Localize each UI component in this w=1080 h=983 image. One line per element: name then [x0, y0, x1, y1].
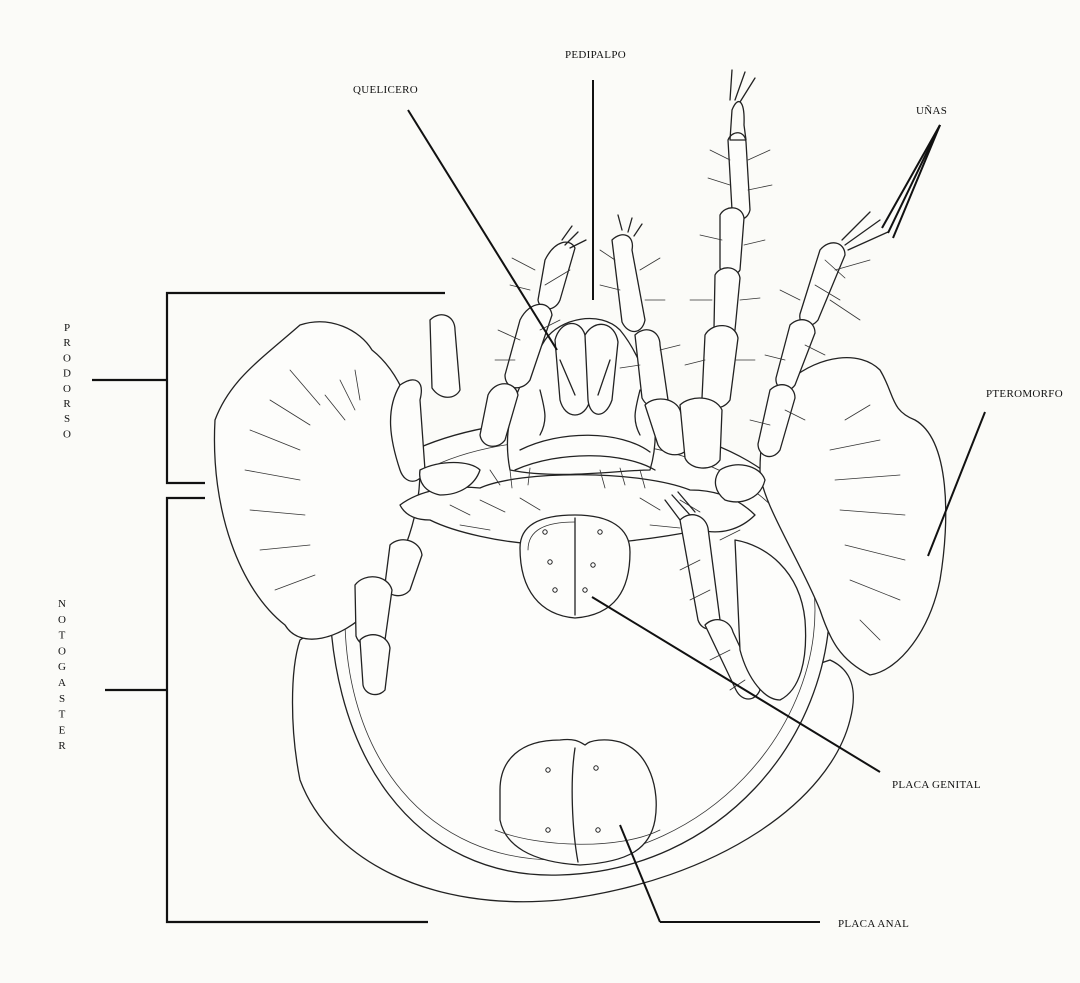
label-placa-genital: PLACA GENITAL [892, 779, 981, 791]
notogaster-letter: G [58, 661, 66, 673]
prodorso-letter: D [63, 368, 71, 380]
notogaster-letter: T [59, 630, 66, 642]
label-unas: UÑAS [916, 105, 947, 117]
notogaster-letter: O [58, 614, 66, 626]
notogaster-letter: N [58, 598, 66, 610]
notogaster-letter: A [58, 677, 66, 689]
notogaster-letter: E [59, 724, 66, 736]
label-pedipalpo: PEDIPALPO [565, 49, 626, 61]
notogaster-letter: R [58, 740, 66, 752]
prodorso-letter: P [64, 322, 70, 334]
leg-I-right [680, 70, 772, 468]
prodorso-letter: O [63, 428, 71, 440]
prodorso-letter: R [63, 337, 71, 349]
prodorso-letter: S [64, 413, 70, 425]
leader-unas-1 [882, 125, 940, 228]
prodorso-letter: O [63, 352, 71, 364]
prodorso-letter: R [63, 398, 71, 410]
leader-unas-3 [893, 125, 940, 238]
notogaster-letter: T [59, 709, 66, 721]
label-pteromorfo: PTEROMORFO [986, 388, 1063, 400]
notogaster-letter: O [58, 645, 66, 657]
label-quelicero: QUELICERO [353, 84, 418, 96]
anal-plate [495, 739, 660, 865]
label-placa-anal: PLACA ANAL [838, 918, 909, 930]
notogaster-letter: S [59, 693, 65, 705]
leg-I-left [391, 315, 480, 495]
prodorso-letter: O [63, 383, 71, 395]
leader-quelicero [408, 110, 557, 350]
